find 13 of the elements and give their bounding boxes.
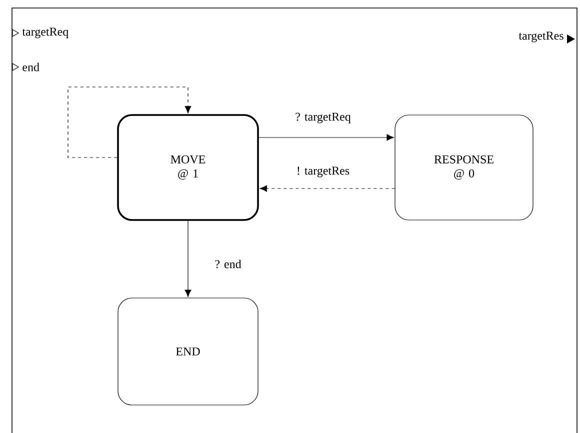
state-box: MOVE @ 1 xyxy=(117,114,259,221)
arrow xyxy=(68,86,192,158)
edge-label: ? targetReq xyxy=(294,112,352,124)
port-label: targetReq xyxy=(22,28,68,38)
arrow xyxy=(184,220,192,297)
arrow xyxy=(260,185,395,192)
arrow xyxy=(258,134,394,141)
state-box: END xyxy=(118,298,258,406)
port-label: targetRes xyxy=(518,32,564,42)
port-label: end xyxy=(22,62,40,72)
edge-label: ! targetRes xyxy=(295,166,351,178)
edge-label: ? end xyxy=(214,258,242,270)
state-box: RESPONSE @ 0 xyxy=(394,114,534,220)
